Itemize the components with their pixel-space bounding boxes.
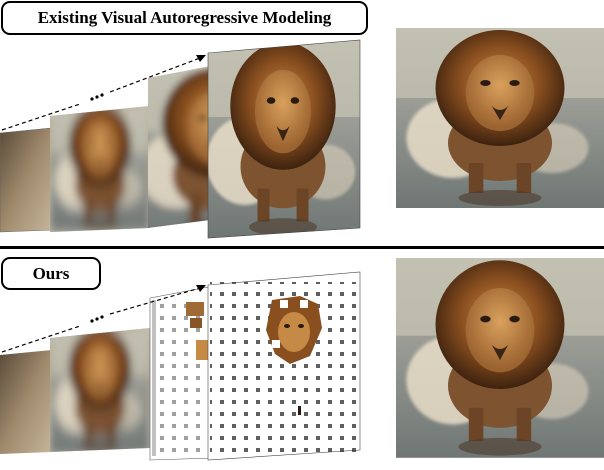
existing-method-label: Existing Visual Autoregressive Modeling: [1, 1, 368, 35]
top-scale-4-image: [207, 39, 361, 239]
ours-output-image: [396, 258, 604, 458]
ours-scale-4-sparse-image: [207, 271, 361, 461]
top-output-image: [396, 28, 604, 208]
ours-scale-3-sparse-image: [149, 285, 215, 461]
ours-scale-2-image: [50, 328, 150, 452]
arrow-dots-icon: [1, 285, 206, 353]
arrow-dots-icon: [1, 55, 206, 131]
ours-scale-1-image: [0, 350, 52, 454]
ours-label: Ours: [1, 257, 101, 290]
top-scale-2-image: [50, 106, 150, 232]
top-scale-1-image: [0, 127, 53, 233]
section-divider: [0, 246, 604, 249]
